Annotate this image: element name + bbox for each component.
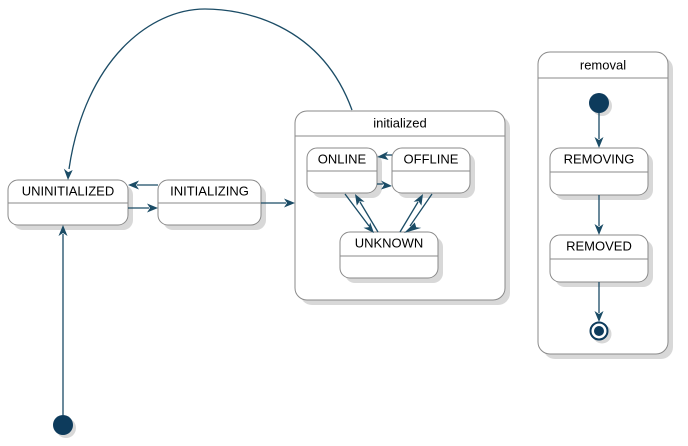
transition-online-to-offline-arrowhead bbox=[381, 180, 392, 190]
transition-offline-to-online-arrowhead bbox=[377, 151, 389, 160]
state-online-label: ONLINE bbox=[318, 151, 367, 166]
transition-start-to-removing-arrowhead bbox=[594, 137, 604, 148]
transition-initializing-to-uninitialized-arrowhead bbox=[128, 180, 139, 190]
initial-node-main bbox=[53, 415, 76, 438]
transition-offline-to-unknown bbox=[404, 193, 433, 233]
state-uninitialized[interactable]: UNINITIALIZED bbox=[7, 179, 133, 230]
state-offline[interactable]: OFFLINE bbox=[391, 147, 475, 198]
final-node-removal-ring bbox=[589, 321, 609, 341]
transition-offline-to-unknown-arrowhead bbox=[404, 222, 422, 233]
transition-start-to-removing bbox=[594, 113, 604, 148]
transition-initialized-to-uninitialized bbox=[63, 8, 353, 180]
transition-offline-to-online bbox=[377, 151, 392, 160]
state-removing[interactable]: REMOVING bbox=[549, 147, 653, 200]
transition-unknown-to-offline bbox=[399, 194, 423, 233]
state-unknown-label: UNKNOWN bbox=[355, 235, 424, 250]
transition-initializing-to-initialized bbox=[261, 198, 295, 208]
transition-initializing-to-uninitialized bbox=[128, 180, 158, 190]
transition-online-to-unknown bbox=[344, 193, 374, 233]
transition-online-to-unknown-arrowhead bbox=[363, 222, 374, 233]
transition-offline-to-unknown-line bbox=[409, 193, 433, 227]
state-removed[interactable]: REMOVED bbox=[549, 234, 653, 287]
transition-removed-to-final-arrowhead bbox=[594, 311, 604, 322]
transition-removed-to-final bbox=[594, 282, 604, 322]
transition-uninitialized-to-initializing-arrowhead bbox=[147, 203, 158, 213]
state-uninitialized-label: UNINITIALIZED bbox=[22, 183, 114, 198]
transition-online-to-unknown-line bbox=[344, 193, 370, 227]
state-online[interactable]: ONLINE bbox=[306, 147, 382, 198]
final-node-removal bbox=[589, 321, 612, 344]
transition-initialized-to-uninitialized-arc bbox=[68, 8, 353, 170]
transition-start-to-uninitialized-arrowhead bbox=[58, 225, 68, 236]
final-node-removal-dot bbox=[594, 326, 604, 336]
initial-node-removal bbox=[589, 93, 612, 116]
state-offline-label: OFFLINE bbox=[404, 151, 459, 166]
state-removing-label: REMOVING bbox=[564, 151, 635, 166]
composite-initialized-title: initialized bbox=[373, 115, 426, 130]
state-initializing[interactable]: INITIALIZING bbox=[157, 179, 266, 230]
transition-unknown-to-offline-arrowhead bbox=[413, 194, 423, 206]
transition-online-to-offline bbox=[377, 180, 392, 190]
transition-start-to-uninitialized bbox=[58, 225, 68, 415]
initial-node-main-dot bbox=[53, 415, 73, 435]
transition-removing-to-removed bbox=[594, 195, 604, 235]
transition-uninitialized-to-initializing bbox=[128, 203, 158, 213]
transition-initializing-to-initialized-arrowhead bbox=[284, 198, 295, 208]
transition-unknown-to-online-arrowhead bbox=[355, 194, 365, 206]
transition-unknown-to-online-line bbox=[359, 201, 379, 233]
state-removed-label: REMOVED bbox=[566, 238, 632, 253]
initial-node-removal-dot bbox=[589, 93, 609, 113]
transition-unknown-to-online bbox=[355, 194, 379, 233]
composite-removal-title: removal bbox=[580, 57, 626, 72]
transition-unknown-to-offline-line bbox=[399, 201, 419, 233]
transition-initialized-to-uninitialized-arrowhead bbox=[63, 168, 73, 180]
state-unknown-box bbox=[339, 231, 439, 279]
state-unknown[interactable]: UNKNOWN bbox=[339, 231, 443, 283]
state-initializing-label: INITIALIZING bbox=[170, 183, 249, 198]
transition-removing-to-removed-arrowhead bbox=[594, 224, 604, 235]
